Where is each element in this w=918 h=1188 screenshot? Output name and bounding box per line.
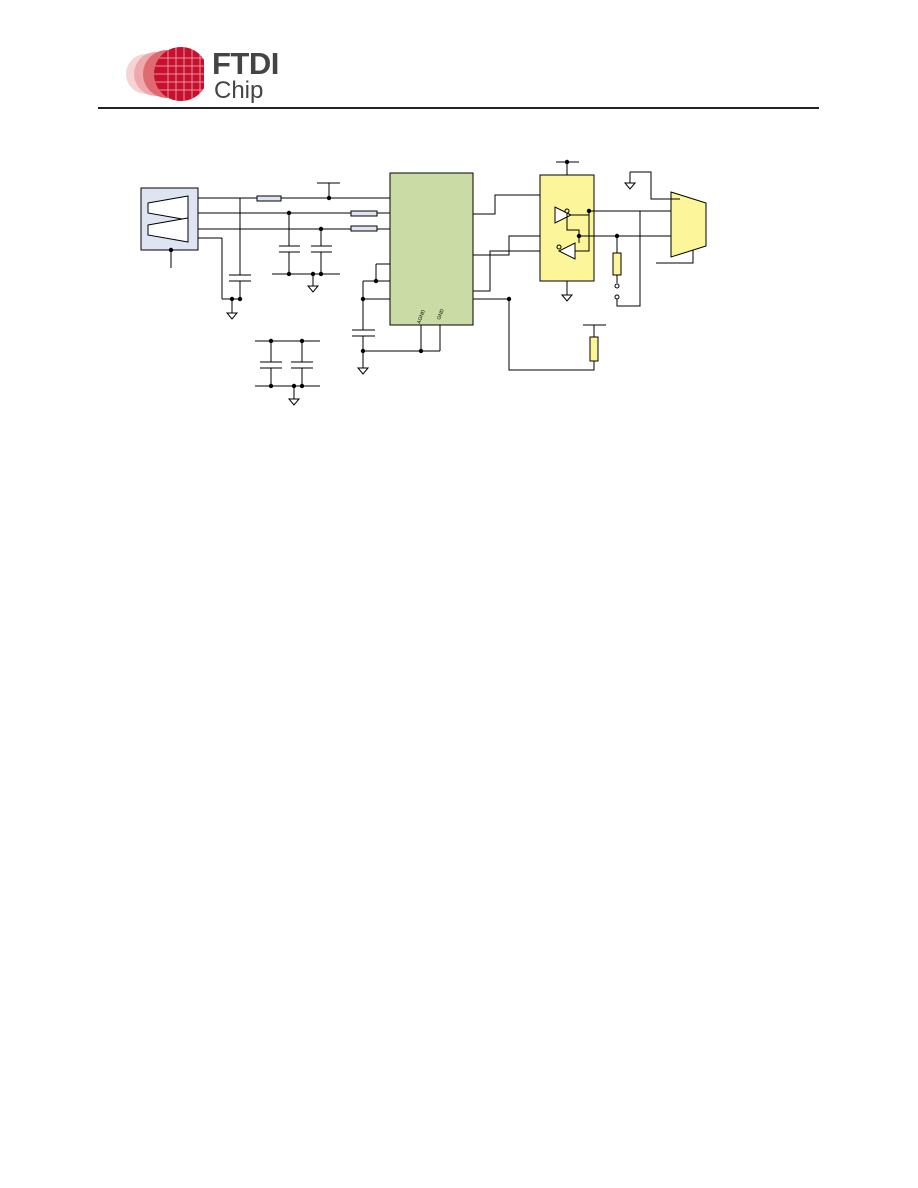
jumper-pin-2 [614,294,620,300]
termination-resistor [612,252,622,276]
logo-word-ftdi: FTDI [212,46,279,81]
header-divider [98,107,819,109]
capacitor-c1 [225,198,251,320]
driver-buffer-icon [554,206,573,224]
usb-connector [140,187,199,268]
capacitor-pair-bottom [255,340,320,406]
logo-mark-icon [126,47,204,101]
capacitor-pair-top [272,213,340,293]
pin-label-agnd: AGND [416,309,427,325]
jumper-pin-1 [614,283,620,289]
resistor-r3 [350,225,378,232]
pin-label-gnd: GND [436,308,446,321]
page-header: FTDI Chip [0,0,918,112]
logo-word-chip: Chip [214,77,264,104]
schematic-diagram: AGND GND [140,159,707,406]
resistor-r1 [256,195,282,202]
output-connector [670,191,707,258]
usb-uart-ic [389,172,474,326]
ftdi-chip-logo: FTDI Chip [124,44,284,106]
bias-resistor [589,336,599,362]
resistor-r2 [350,210,378,217]
